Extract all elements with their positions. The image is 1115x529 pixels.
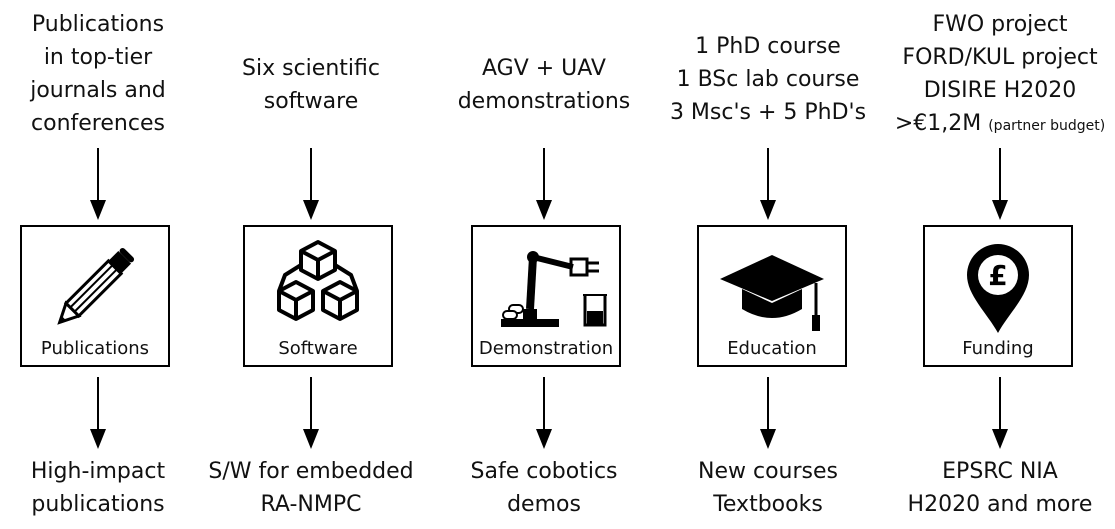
graduation-cap-icon	[720, 255, 824, 331]
education-bottom-text: New courses Textbooks	[658, 455, 878, 521]
text-line: demos	[507, 492, 581, 517]
publications-top-text: Publications in top-tier journals and co…	[0, 8, 208, 140]
education-box: Education	[697, 225, 847, 367]
text-line: EPSRC NIA	[942, 459, 1058, 484]
text-line: AGV + UAV	[482, 56, 606, 81]
software-bottom-text: S/W for embedded RA-NMPC	[201, 455, 421, 521]
demonstration-bottom-text: Safe cobotics demos	[434, 455, 654, 521]
text-line: S/W for embedded	[208, 459, 414, 484]
box-label: Publications	[40, 338, 150, 359]
text-line: New courses	[698, 459, 838, 484]
column-education: 1 PhD course 1 BSc lab course 3 Msc's + …	[658, 0, 878, 529]
svg-text:£: £	[988, 259, 1007, 292]
publications-box: Publications	[20, 225, 170, 367]
text-line: DISIRE H2020	[923, 78, 1077, 103]
text-line: High-impact	[30, 459, 166, 484]
column-software: Six scientific software Software S/W for…	[201, 0, 421, 529]
text-line: Publications	[31, 12, 165, 37]
text-line: RA-NMPC	[260, 492, 362, 517]
text-line: Textbooks	[713, 492, 823, 517]
pencil-icon	[57, 247, 135, 325]
box-label: Funding	[962, 338, 1034, 359]
pound-pin-icon: £	[967, 244, 1029, 333]
text-line: >€1,2M (partner budget)	[890, 107, 1110, 143]
software-box: Software	[243, 225, 393, 367]
text-line: H2020 and more	[907, 492, 1093, 517]
column-publications: Publications in top-tier journals and co…	[0, 0, 208, 529]
text-line: software	[263, 89, 359, 114]
cubes-icon	[277, 240, 359, 321]
box-label: Software	[278, 338, 358, 359]
box-label: Education	[727, 338, 817, 359]
funding-box: £ Funding	[923, 225, 1073, 367]
column-funding: FWO project FORD/KUL project DISIRE H202…	[890, 0, 1110, 529]
text-line: conferences	[31, 111, 165, 136]
text-line: in top-tier	[43, 45, 153, 70]
demonstration-box: Demonstration	[471, 225, 621, 367]
demonstration-top-text: AGV + UAV demonstrations	[434, 52, 654, 118]
text-line: publications	[31, 492, 165, 517]
publications-bottom-text: High-impact publications	[0, 455, 208, 521]
text-line: journals and	[30, 78, 166, 103]
robot-arm-icon	[501, 251, 607, 327]
text-line: FORD/KUL project	[902, 45, 1098, 70]
column-demonstration: AGV + UAV demonstrations Demonstration S…	[434, 0, 654, 529]
funding-top-text: FWO project FORD/KUL project DISIRE H202…	[890, 8, 1110, 143]
box-label: Demonstration	[478, 338, 614, 359]
budget-amount: >€1,2M	[894, 111, 982, 136]
text-line: Six scientific	[242, 56, 380, 81]
text-line: 3 Msc's + 5 PhD's	[669, 100, 867, 125]
budget-note: (partner budget)	[988, 118, 1106, 134]
education-top-text: 1 PhD course 1 BSc lab course 3 Msc's + …	[658, 30, 878, 129]
text-line: 1 BSc lab course	[676, 67, 860, 92]
text-line: demonstrations	[457, 89, 631, 114]
software-top-text: Six scientific software	[201, 52, 421, 118]
text-line: 1 PhD course	[695, 34, 841, 59]
funding-bottom-text: EPSRC NIA H2020 and more	[890, 455, 1110, 521]
text-line: FWO project	[932, 12, 1068, 37]
text-line: Safe cobotics	[470, 459, 618, 484]
